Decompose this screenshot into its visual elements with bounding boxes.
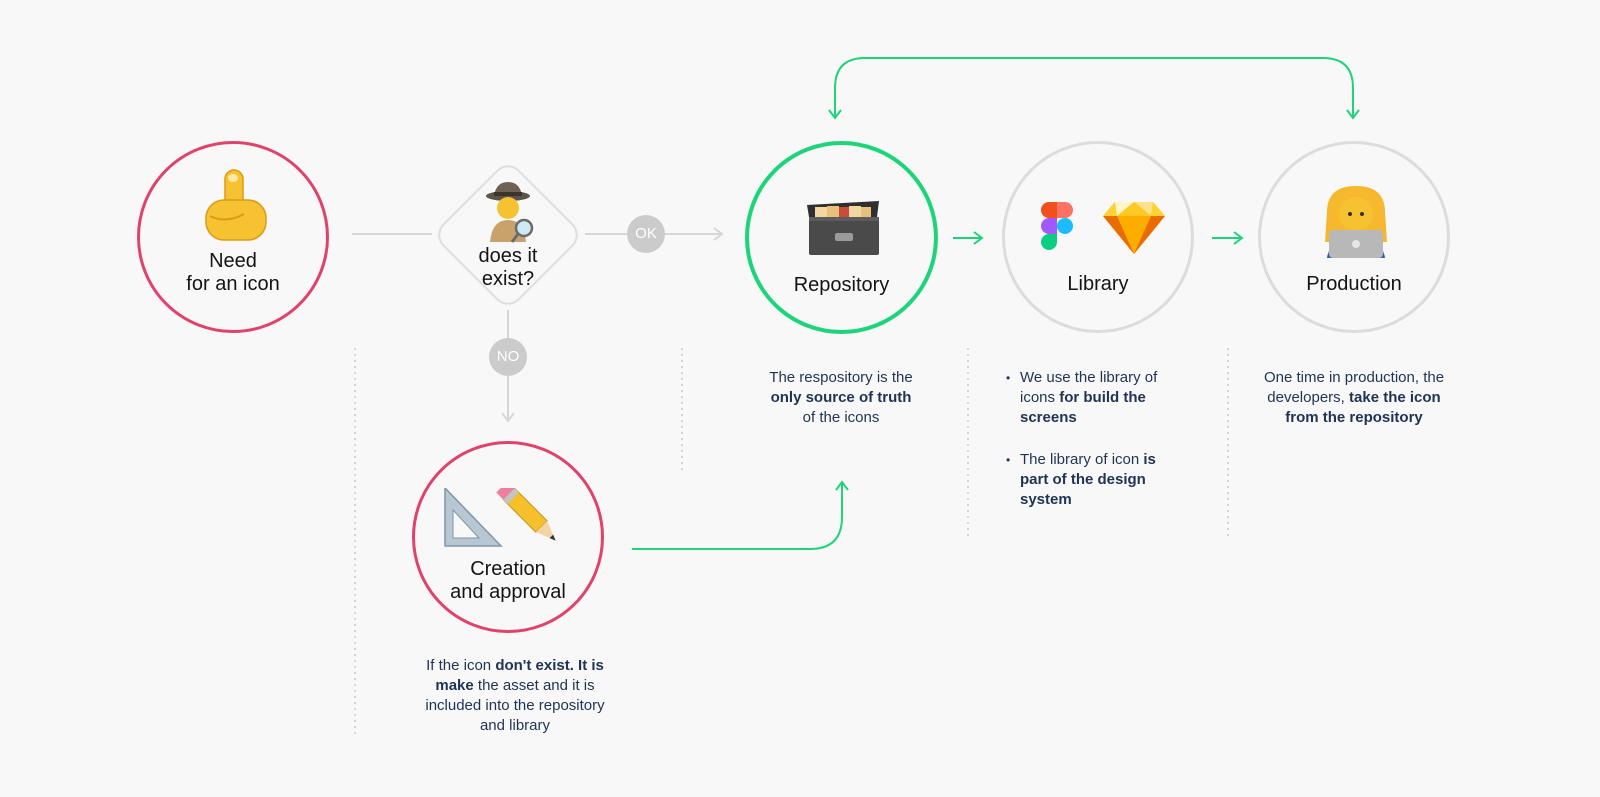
production-node-label: Production [1306, 273, 1402, 295]
arrowhead-repository-to-library [973, 231, 984, 245]
creation-description: If the icon don't exist. It is make the … [425, 657, 605, 734]
need-node: Need for an icon [137, 141, 329, 333]
connector-creation-to-repository [632, 482, 843, 550]
library-icons [1005, 200, 1191, 256]
library-node-label: Library [1067, 273, 1129, 295]
decision-label: does it exist? [478, 245, 538, 290]
ok-badge: OK [627, 215, 665, 253]
pencil-icon [496, 481, 556, 541]
pointing-finger-icon [140, 166, 326, 244]
no-badge: NO [489, 338, 527, 376]
detective-icon [478, 182, 538, 244]
production-description: One time in production, the developers, … [1263, 369, 1445, 426]
need-node-label: Need for an icon [186, 250, 280, 295]
library-description: We use the library of icons for build th… [1006, 368, 1182, 510]
creation-icons [415, 481, 601, 548]
developer-laptop-icon [1261, 184, 1447, 258]
creation-node-label: Creation and approval [450, 558, 566, 603]
production-node: Production [1258, 141, 1450, 333]
repository-description: The respository is the only source of tr… [769, 369, 913, 426]
library-bullet-1: We use the library of icons for build th… [1006, 368, 1182, 428]
library-bullet-2: The library of icon is part of the desig… [1006, 450, 1182, 510]
arrowhead-library-to-production [1233, 231, 1244, 245]
arrowhead-ok-to-repository [713, 227, 724, 241]
creation-node: Creation and approval [412, 441, 604, 633]
arrowhead-loop-to-repository [828, 109, 842, 120]
arrowhead-no-to-creation [501, 412, 515, 423]
arrowhead-creation-to-repository [835, 480, 849, 491]
repository-node-label: Repository [793, 274, 890, 296]
loop-repository-production [834, 57, 1354, 118]
card-file-box-icon [749, 195, 934, 257]
repository-node: Repository [745, 141, 938, 334]
set-square-icon [444, 486, 503, 547]
figma-icon [1041, 202, 1073, 250]
sketch-icon [1103, 202, 1165, 254]
arrowhead-loop-to-production [1346, 109, 1360, 120]
library-node: Library [1002, 141, 1194, 333]
